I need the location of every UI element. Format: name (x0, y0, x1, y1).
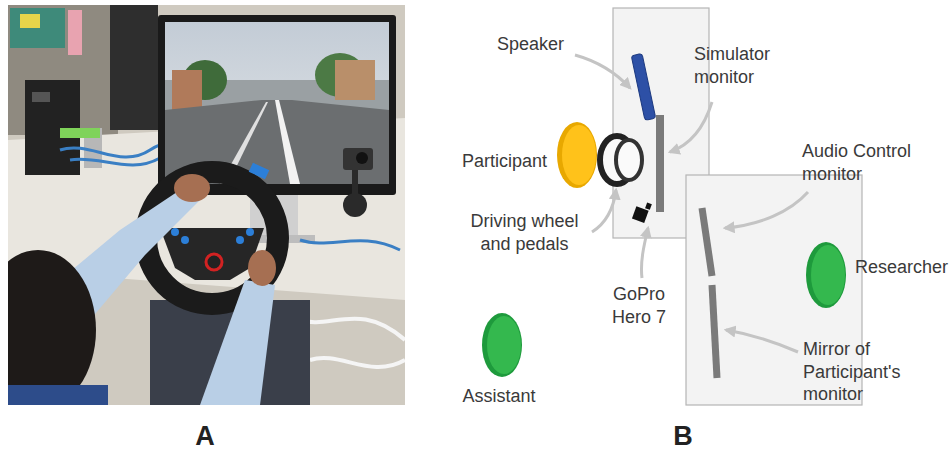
part-label: Speaker (497, 33, 577, 56)
part-label: Mirror of Participant's monitor (803, 338, 918, 406)
photo (8, 5, 405, 405)
monitor-symbol (656, 115, 664, 212)
person-ellipse: Participant (556, 121, 600, 189)
leader-line (575, 55, 808, 352)
ellipse-shape (556, 121, 600, 189)
part-label: Audio Control monitor (802, 140, 937, 185)
part-label: Simulator monitor (694, 43, 794, 88)
panel-letter: A (180, 420, 230, 454)
person-ellipse: Researcher (805, 241, 849, 309)
person-label: Assistant (462, 385, 535, 408)
monitor-symbol (702, 208, 712, 276)
person-ellipse: Assistant (481, 312, 525, 378)
part-label: Driving wheel and pedals (462, 210, 587, 255)
person-label: Participant (462, 150, 547, 173)
wheel-symbol (616, 140, 642, 180)
person-label: Researcher (855, 256, 948, 279)
camera-symbol (632, 206, 649, 223)
panel-letter: B (658, 420, 708, 454)
part-label: GoPro Hero 7 (605, 283, 673, 328)
ellipse-shape (805, 241, 849, 309)
speaker-symbol (631, 53, 655, 120)
monitor-symbol (712, 285, 717, 378)
ellipse-shape (481, 312, 525, 378)
